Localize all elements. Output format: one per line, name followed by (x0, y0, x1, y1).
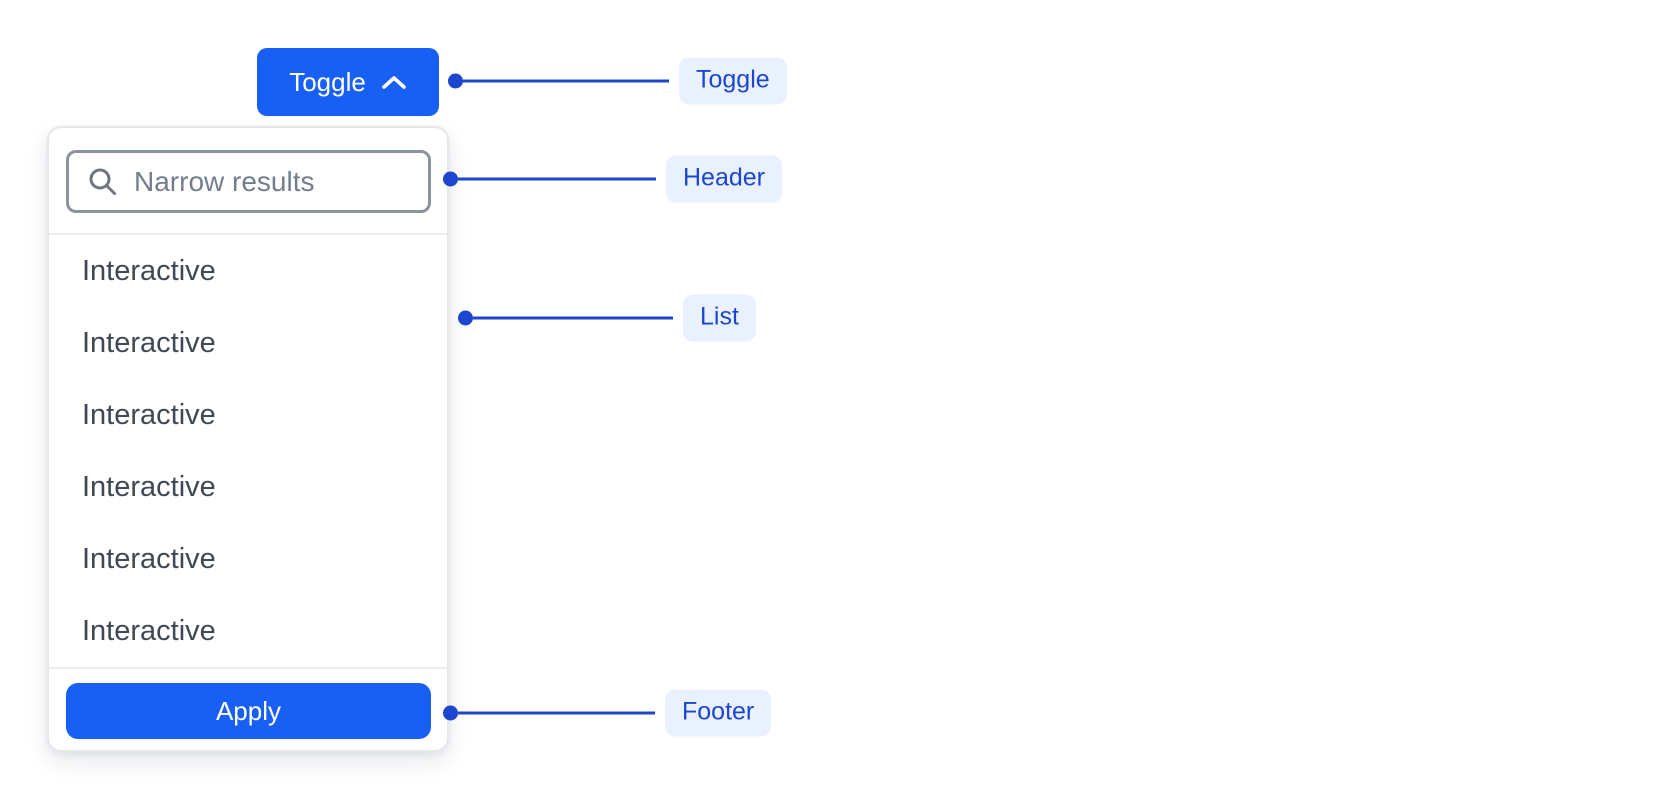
popup-panel: Interactive Interactive Interactive Inte… (47, 126, 449, 752)
annotation-dot (443, 705, 458, 721)
annotation-line (473, 316, 673, 320)
annotation-header: Header (443, 155, 782, 203)
annotation-label-list: List (683, 294, 756, 342)
annotation-line (458, 711, 655, 715)
annotation-label-toggle: Toggle (679, 57, 787, 105)
search-icon (89, 168, 116, 195)
apply-button[interactable]: Apply (66, 683, 431, 739)
annotation-toggle: Toggle (448, 57, 787, 105)
list-item[interactable]: Interactive (82, 614, 216, 647)
search-box[interactable] (66, 150, 431, 213)
list-item[interactable]: Interactive (82, 326, 216, 359)
toggle-button[interactable]: Toggle (257, 48, 439, 116)
annotation-label-header: Header (666, 155, 782, 203)
annotation-line (458, 177, 656, 181)
annotation-footer: Footer (443, 689, 772, 737)
popup-footer: Apply (49, 667, 447, 752)
annotation-line (463, 79, 669, 83)
search-input[interactable] (134, 165, 410, 198)
list-item[interactable]: Interactive (82, 470, 216, 503)
list-item[interactable]: Interactive (82, 398, 216, 431)
annotation-dot (448, 73, 463, 89)
list-item[interactable]: Interactive (82, 542, 216, 575)
annotation-label-footer: Footer (665, 689, 772, 737)
annotation-dot (458, 310, 473, 326)
chevron-up-icon (382, 75, 406, 89)
popup-list: Interactive Interactive Interactive Inte… (49, 235, 447, 667)
list-item[interactable]: Interactive (82, 254, 216, 287)
annotation-list: List (458, 294, 756, 342)
popup-header (49, 128, 447, 235)
toggle-button-label: Toggle (289, 66, 366, 97)
annotation-dot (443, 171, 458, 187)
